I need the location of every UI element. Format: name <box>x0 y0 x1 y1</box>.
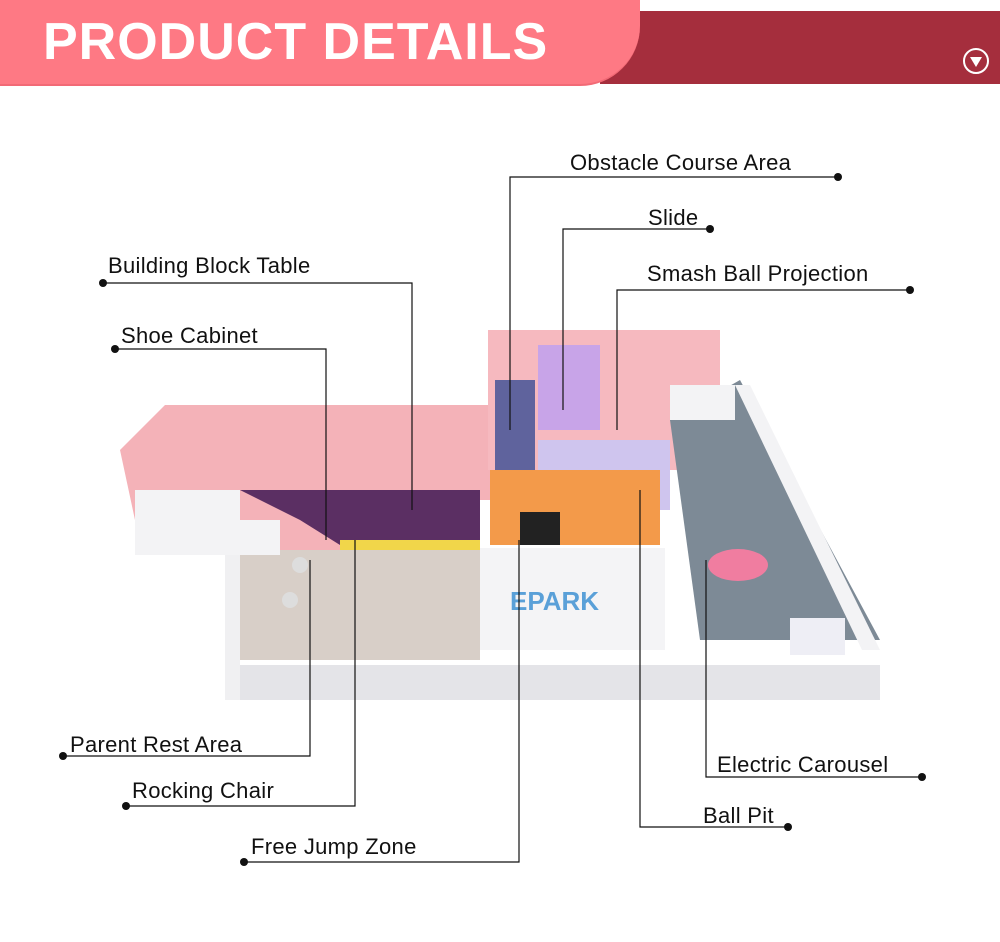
label-slide: Slide <box>648 205 699 230</box>
parent-rest-floor <box>240 545 480 660</box>
front-counter <box>480 548 665 650</box>
label-parent-rest-area: Parent Rest Area <box>70 732 243 757</box>
chevron-down-circle-icon[interactable] <box>963 48 989 74</box>
svg-text:EPARK: EPARK <box>510 586 599 616</box>
header-title-band <box>0 0 640 86</box>
electric-carousel <box>708 549 768 581</box>
label-free-jump-zone: Free Jump Zone <box>251 834 417 859</box>
label-obstacle-course-area: Obstacle Course Area <box>570 150 792 175</box>
jump-zone-trampolines <box>490 470 660 545</box>
label-rocking-chair: Rocking Chair <box>132 778 275 803</box>
callout-lines <box>63 176 922 863</box>
label-electric-carousel: Electric Carousel <box>717 752 889 777</box>
page-title: PRODUCT DETAILS <box>43 13 549 71</box>
label-smash-ball-projection: Smash Ball Projection <box>647 261 869 286</box>
header-band <box>600 11 1000 84</box>
slide <box>538 345 600 430</box>
label-ball-pit: Ball Pit <box>703 803 774 828</box>
callout-dots <box>59 173 926 866</box>
label-building-block-table: Building Block Table <box>108 253 311 278</box>
label-shoe-cabinet: Shoe Cabinet <box>121 323 258 348</box>
floor-base-front <box>225 665 880 700</box>
counter-left <box>135 490 280 555</box>
purple-dotted-floor <box>240 490 480 545</box>
service-desk <box>790 618 845 655</box>
